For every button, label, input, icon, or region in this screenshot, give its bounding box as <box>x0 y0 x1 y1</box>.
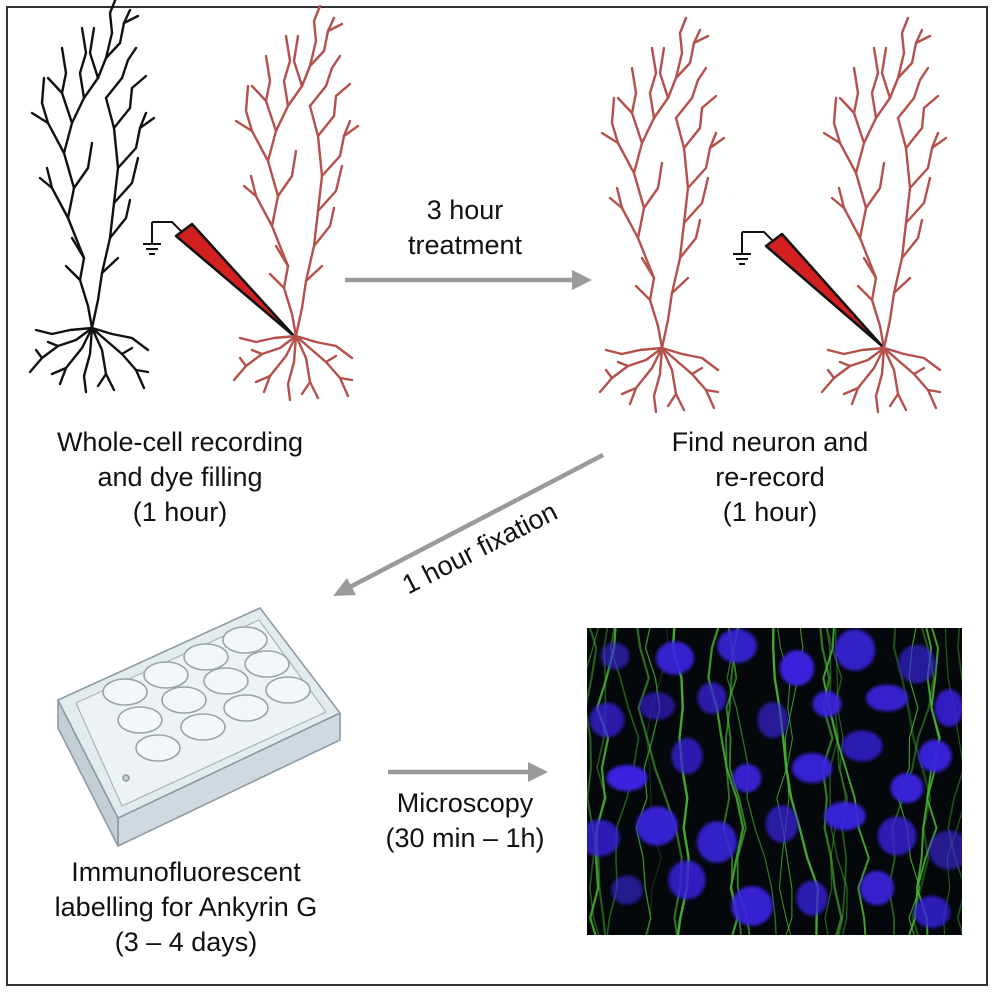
ankyrin-g-fiber <box>826 628 848 935</box>
cell-nucleus <box>898 644 936 684</box>
ankyrin-g-fiber <box>819 628 843 935</box>
treated-neuron-icon <box>598 16 726 414</box>
ankyrin-g-fiber <box>825 628 849 935</box>
cell-nucleus <box>796 880 828 916</box>
cell-nucleus <box>697 682 727 714</box>
patch-electrode-icon <box>174 222 296 338</box>
fixation-arrow <box>333 453 605 596</box>
nuclei-staining <box>587 628 962 929</box>
cell-nucleus <box>668 860 706 900</box>
ankyrin-g-fiber <box>824 628 847 935</box>
cell-nucleus <box>841 730 883 762</box>
cell-nucleus <box>834 629 876 671</box>
ankyrin-g-fiber <box>707 628 745 935</box>
microscopy-step-label: Microscopy (30 min – 1h) <box>355 786 575 856</box>
ground-symbol-icon <box>732 231 773 265</box>
recording-step-label: Whole-cell recording and dye filling (1 … <box>20 425 340 530</box>
rerecord-step-label: Find neuron and re-record (1 hour) <box>620 425 920 530</box>
cell-nucleus <box>731 886 773 926</box>
treatment-step-label: 3 hour treatment <box>360 193 570 263</box>
cell-nucleus <box>934 689 962 727</box>
cell-nucleus <box>671 737 703 775</box>
re-recorded-neuron-icon <box>820 16 948 414</box>
rerecord-label-line-2: re-record <box>715 462 825 492</box>
microscopy-label-line-1: Microscopy <box>396 788 534 818</box>
dye-filled-neuron-icon <box>232 4 360 402</box>
cell-nucleus <box>717 628 757 664</box>
cell-nucleus <box>639 692 675 720</box>
recording-label-line-1: Whole-cell recording <box>56 427 304 457</box>
rerecord-label-line-3: (1 hour) <box>722 497 818 527</box>
cell-nucleus <box>757 701 789 739</box>
ground-symbol-icon <box>142 221 183 255</box>
cell-nucleus <box>611 875 643 905</box>
cell-nucleus <box>877 816 917 856</box>
ankyrin-g-fiber <box>916 628 941 935</box>
cell-nucleus <box>824 801 866 831</box>
cell-nucleus <box>918 739 952 773</box>
unfilled-neuron-icon <box>28 0 156 394</box>
treatment-arrow <box>345 270 592 290</box>
microscopy-arrow <box>388 762 548 782</box>
labelling-label-line-2: labelling for Ankyrin G <box>54 892 318 922</box>
cell-nucleus <box>696 821 738 863</box>
well-plate-icon <box>57 607 341 847</box>
cell-nucleus <box>606 764 648 792</box>
recording-label-line-2: and dye filling <box>97 462 263 492</box>
ankyrin-g-fiber <box>587 628 607 935</box>
microscopy-label-line-2: (30 min – 1h) <box>385 823 545 853</box>
ankyrin-g-fiber <box>589 628 609 935</box>
patch-electrode-icon <box>764 232 884 348</box>
microscopy-image <box>587 628 962 935</box>
treatment-label-line-2: treatment <box>407 230 523 260</box>
cell-nucleus <box>600 642 630 670</box>
cell-nucleus <box>913 895 951 929</box>
ankyrin-g-fiber <box>947 628 962 935</box>
ankyrin-g-fiber <box>822 628 870 935</box>
cell-nucleus <box>589 702 625 738</box>
cell-nucleus <box>779 650 815 686</box>
ankyrin-g-fiber <box>589 628 617 935</box>
cell-nucleus <box>928 830 962 870</box>
cell-nucleus <box>866 684 908 712</box>
treatment-label-line-1: 3 hour <box>426 195 504 225</box>
cell-nucleus <box>732 763 762 793</box>
cell-nucleus <box>587 819 620 857</box>
labelling-label-line-3: (3 – 4 days) <box>114 927 258 957</box>
ankyrin-g-fiber <box>646 628 669 935</box>
recording-label-line-3: (1 hour) <box>132 497 228 527</box>
cell-nucleus <box>765 805 799 843</box>
cell-nucleus <box>812 691 842 717</box>
cell-nucleus <box>792 753 832 783</box>
cell-nucleus <box>656 641 694 675</box>
labelling-label-line-1: Immunofluorescent <box>71 857 301 887</box>
cell-nucleus <box>636 806 678 846</box>
cell-nucleus <box>859 870 895 906</box>
rerecord-label-line-1: Find neuron and <box>671 427 869 457</box>
cell-nucleus <box>890 773 924 803</box>
labelling-step-label: Immunofluorescent labelling for Ankyrin … <box>16 855 356 960</box>
ankyrin-g-fiber <box>942 628 962 935</box>
